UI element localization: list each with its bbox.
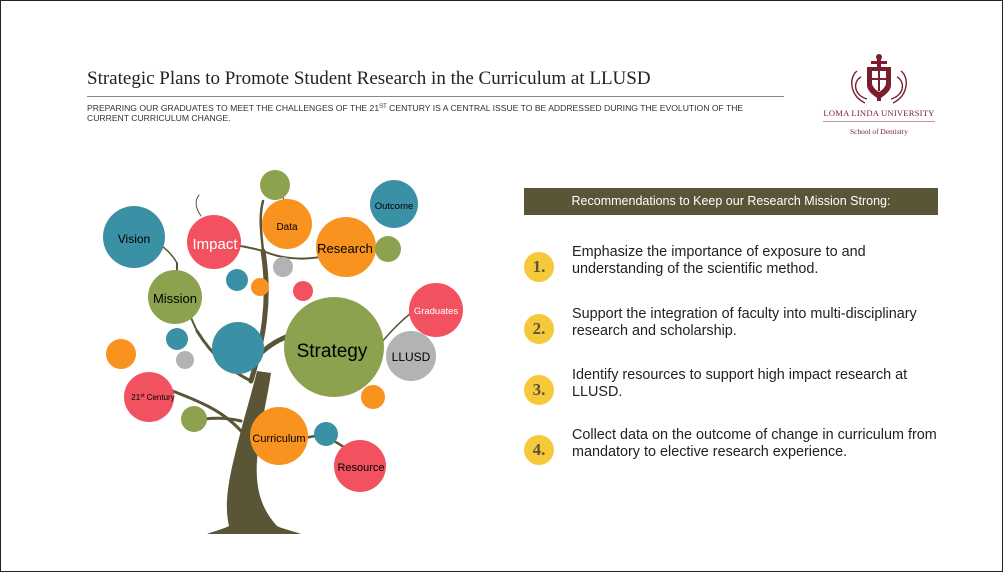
circle-strategy	[284, 297, 384, 397]
university-logo: LOMA LINDA UNIVERSITY School of Dentistr…	[809, 51, 949, 151]
label-curriculum: Curriculum	[252, 433, 305, 445]
subtitle-part-a: PREPARING OUR GRADUATES TO MEET THE CHAL…	[87, 103, 380, 113]
label-llusd: LLUSD	[392, 350, 431, 364]
label-strategy: Strategy	[297, 341, 368, 362]
circle-teal-lower	[314, 422, 338, 446]
label-21st-century: 21st Century	[131, 393, 174, 402]
logo-university-name: LOMA LINDA UNIVERSITY	[823, 108, 935, 118]
label-graduates: Graduates	[414, 306, 459, 317]
logo-divider	[823, 121, 935, 122]
number-badge: 4.	[524, 435, 554, 465]
circle-orange-left	[106, 339, 136, 369]
tree-trunk	[207, 371, 301, 534]
tree-branches	[140, 186, 412, 465]
label-outcome: Outcome	[375, 201, 414, 212]
circle-resource	[334, 440, 386, 492]
recommendation-text: Identify resources to support high impac…	[572, 367, 908, 400]
subtitle-superscript: ST	[379, 104, 387, 110]
circle-outcome	[370, 180, 418, 228]
page-subtitle: PREPARING OUR GRADUATES TO MEET THE CHAL…	[87, 103, 787, 123]
circle-impact	[187, 215, 241, 269]
circle-orange-small-right	[361, 385, 385, 409]
logo-school-name: School of Dentistry	[850, 127, 908, 136]
circle-olive-lower	[181, 406, 207, 432]
circle-curriculum	[250, 407, 308, 465]
number-badge: 3.	[524, 375, 554, 405]
number-badge: 2.	[524, 314, 554, 344]
subtitle-part-b: CENTURY IS A CENTRAL ISSUE TO BE ADDRESS…	[87, 103, 744, 123]
recommendations-header: Recommendations to Keep our Research Mis…	[524, 188, 938, 215]
page-title: Strategic Plans to Promote Student Resea…	[87, 68, 651, 89]
recommendation-text: Emphasize the importance of exposure to …	[572, 244, 866, 277]
circle-orange-tiny	[251, 278, 269, 296]
circle-gray-small-left	[176, 351, 194, 369]
circle-olive-right	[375, 236, 401, 262]
recommendation-text: Collect data on the outcome of change in…	[572, 427, 937, 460]
label-impact: Impact	[192, 236, 238, 253]
recommendation-text: Support the integration of faculty into …	[572, 306, 917, 339]
circle-vision	[103, 206, 165, 268]
circle-21st-century	[124, 372, 174, 422]
label-vision: Vision	[118, 232, 150, 246]
circle-teal-large	[212, 322, 264, 374]
label-mission: Mission	[153, 291, 197, 306]
title-divider	[87, 96, 784, 97]
seal-icon	[851, 54, 907, 104]
circle-llusd	[386, 331, 436, 381]
circle-olive-small	[260, 170, 290, 200]
label-research: Research	[317, 241, 373, 256]
circle-teal-small-left	[166, 328, 188, 350]
circle-graduates	[409, 283, 463, 337]
number-badge: 1.	[524, 252, 554, 282]
circle-red-tiny	[293, 281, 313, 301]
label-data: Data	[276, 222, 298, 233]
circle-teal-tiny	[226, 269, 248, 291]
circle-gray-tiny	[273, 257, 293, 277]
circle-mission	[148, 270, 202, 324]
circle-research	[316, 217, 376, 277]
circle-data	[262, 199, 312, 249]
label-resource: Resource	[337, 462, 384, 474]
